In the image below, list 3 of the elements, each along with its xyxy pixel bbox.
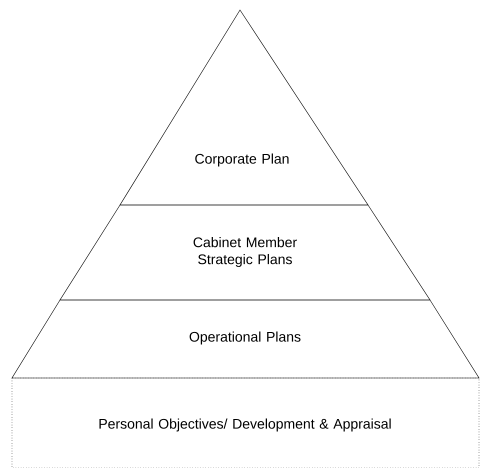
pyramid-tier: Operational Plans	[11, 300, 480, 378]
pyramid-tier: Cabinet Member Strategic Plans	[59, 204, 431, 300]
base-box: Personal Objectives/ Development & Appraisal	[12, 378, 480, 468]
